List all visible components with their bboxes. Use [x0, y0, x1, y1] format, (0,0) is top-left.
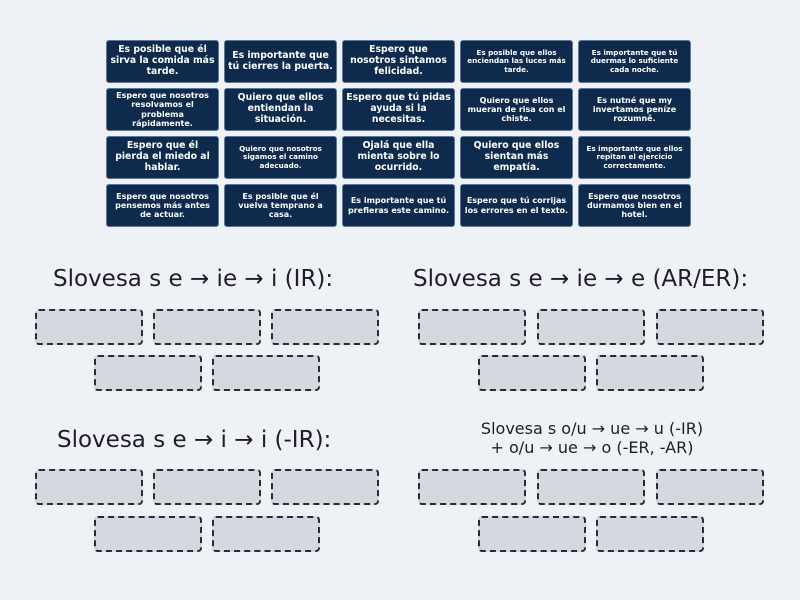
- draggable-card[interactable]: Quiero que ellos mueran de risa con el c…: [460, 88, 573, 131]
- drop-slot[interactable]: [418, 469, 526, 505]
- drop-slot[interactable]: [537, 469, 645, 505]
- draggable-card[interactable]: Quiero que ellos entiendan la situación.: [224, 88, 337, 131]
- drop-slot[interactable]: [656, 309, 764, 345]
- zone-title-e-i-i: Slovesa s e → i → i (-IR):: [57, 427, 332, 453]
- drop-slot[interactable]: [153, 309, 261, 345]
- zone-title-e-ie-e: Slovesa s e → ie → e (AR/ER):: [413, 266, 749, 292]
- zone-title-e-ie-i: Slovesa s e → ie → i (IR):: [53, 266, 334, 292]
- draggable-card[interactable]: Es importante que tú cierres la puerta.: [224, 40, 337, 83]
- draggable-card[interactable]: Es posible que ellos enciendan las luces…: [460, 40, 573, 83]
- drop-slot[interactable]: [596, 355, 704, 391]
- draggable-card[interactable]: Espero que nosotros resolvamos el proble…: [106, 88, 219, 131]
- draggable-card[interactable]: Espero que tú pidas ayuda si la necesita…: [342, 88, 455, 131]
- drop-slot[interactable]: [478, 355, 586, 391]
- draggable-card[interactable]: Es importante que tú prefieras este cami…: [342, 184, 455, 227]
- card-grid: Es posible que él sirva la comida más ta…: [106, 40, 691, 227]
- draggable-card[interactable]: Es nutné que my invertamos peníze rozumn…: [578, 88, 691, 131]
- drop-slot[interactable]: [212, 355, 320, 391]
- drop-slot[interactable]: [537, 309, 645, 345]
- drop-slot[interactable]: [418, 309, 526, 345]
- drop-slot[interactable]: [596, 516, 704, 552]
- draggable-card[interactable]: Espero que nosotros pensemos más antes d…: [106, 184, 219, 227]
- drop-slot[interactable]: [656, 469, 764, 505]
- drop-slot[interactable]: [478, 516, 586, 552]
- draggable-card[interactable]: Espero que nosotros durmamos bien en el …: [578, 184, 691, 227]
- drop-slot[interactable]: [271, 469, 379, 505]
- drop-slot[interactable]: [35, 309, 143, 345]
- draggable-card[interactable]: Espero que tú corrijas los errores en el…: [460, 184, 573, 227]
- draggable-card[interactable]: Es posible que él sirva la comida más ta…: [106, 40, 219, 83]
- drop-slot[interactable]: [271, 309, 379, 345]
- drop-slot[interactable]: [35, 469, 143, 505]
- drop-slot[interactable]: [153, 469, 261, 505]
- drop-slot[interactable]: [94, 355, 202, 391]
- zone-title-line-1: Slovesa s o/u → ue → u (-IR): [480, 419, 704, 438]
- draggable-card[interactable]: Quiero que nosotros sigamos el camino ad…: [224, 136, 337, 179]
- drop-slot[interactable]: [94, 516, 202, 552]
- draggable-card[interactable]: Es posible que él vuelva temprano a casa…: [224, 184, 337, 227]
- drop-slot[interactable]: [212, 516, 320, 552]
- draggable-card[interactable]: Ojalá que ella mienta sobre lo ocurrido.: [342, 136, 455, 179]
- draggable-card[interactable]: Es importante que tú duermas lo suficien…: [578, 40, 691, 83]
- zone-title-line-2: + o/u → ue → o (-ER, -AR): [490, 438, 694, 458]
- draggable-card[interactable]: Quiero que ellos sientan más empatía.: [460, 136, 573, 179]
- draggable-card[interactable]: Espero que él pierda el miedo al hablar.: [106, 136, 219, 179]
- draggable-card[interactable]: Es importante que ellos repitan el ejerc…: [578, 136, 691, 179]
- zone-title-o-u-ue: Slovesa s o/u → ue → u (-IR) + o/u → ue …: [418, 419, 766, 457]
- draggable-card[interactable]: Espero que nosotros sintamos felicidad.: [342, 40, 455, 83]
